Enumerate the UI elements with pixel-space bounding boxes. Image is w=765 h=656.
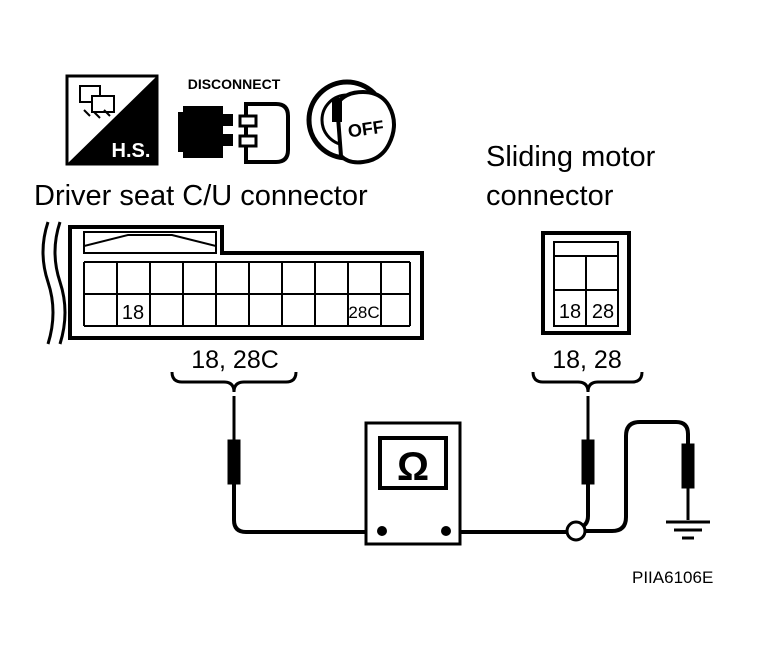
ignition-off-icon: OFF bbox=[306, 79, 396, 165]
figure-id: PIIA6106E bbox=[632, 568, 713, 587]
right-probe-label: 18, 28 bbox=[552, 346, 622, 374]
ignition-off-label: OFF bbox=[347, 117, 385, 142]
right-connector-title-line2: connector bbox=[486, 180, 614, 212]
left-pin-28c: 28C bbox=[348, 303, 379, 322]
disconnect-label: DISCONNECT bbox=[188, 76, 281, 92]
ground-lead bbox=[585, 420, 695, 533]
right-probe-lead bbox=[446, 396, 595, 534]
meter-terminal-right bbox=[441, 526, 451, 536]
ohmmeter: Ω bbox=[364, 421, 462, 546]
ground-symbol-icon bbox=[666, 520, 710, 540]
sliding-motor-connector: 18 28 bbox=[541, 231, 631, 335]
harness-hs-icon: H.S. bbox=[65, 74, 159, 166]
right-pin-28: 28 bbox=[592, 301, 614, 323]
ohm-symbol: Ω bbox=[397, 445, 429, 489]
right-brace bbox=[531, 371, 644, 393]
left-probe-lead bbox=[227, 396, 382, 534]
disconnect-icon: DISCONNECT bbox=[178, 76, 290, 164]
left-brace bbox=[170, 371, 298, 393]
right-pin-18: 18 bbox=[559, 301, 581, 323]
driver-seat-cu-connector: 18 28C bbox=[41, 221, 424, 345]
left-probe-label: 18, 28C bbox=[191, 346, 279, 374]
left-connector-title: Driver seat C/U connector bbox=[34, 180, 368, 212]
wire-junction bbox=[565, 520, 587, 542]
left-pin-18: 18 bbox=[122, 302, 144, 324]
right-connector-title-line1: Sliding motor bbox=[486, 141, 656, 173]
meter-terminal-left bbox=[377, 526, 387, 536]
hs-label: H.S. bbox=[112, 140, 151, 162]
